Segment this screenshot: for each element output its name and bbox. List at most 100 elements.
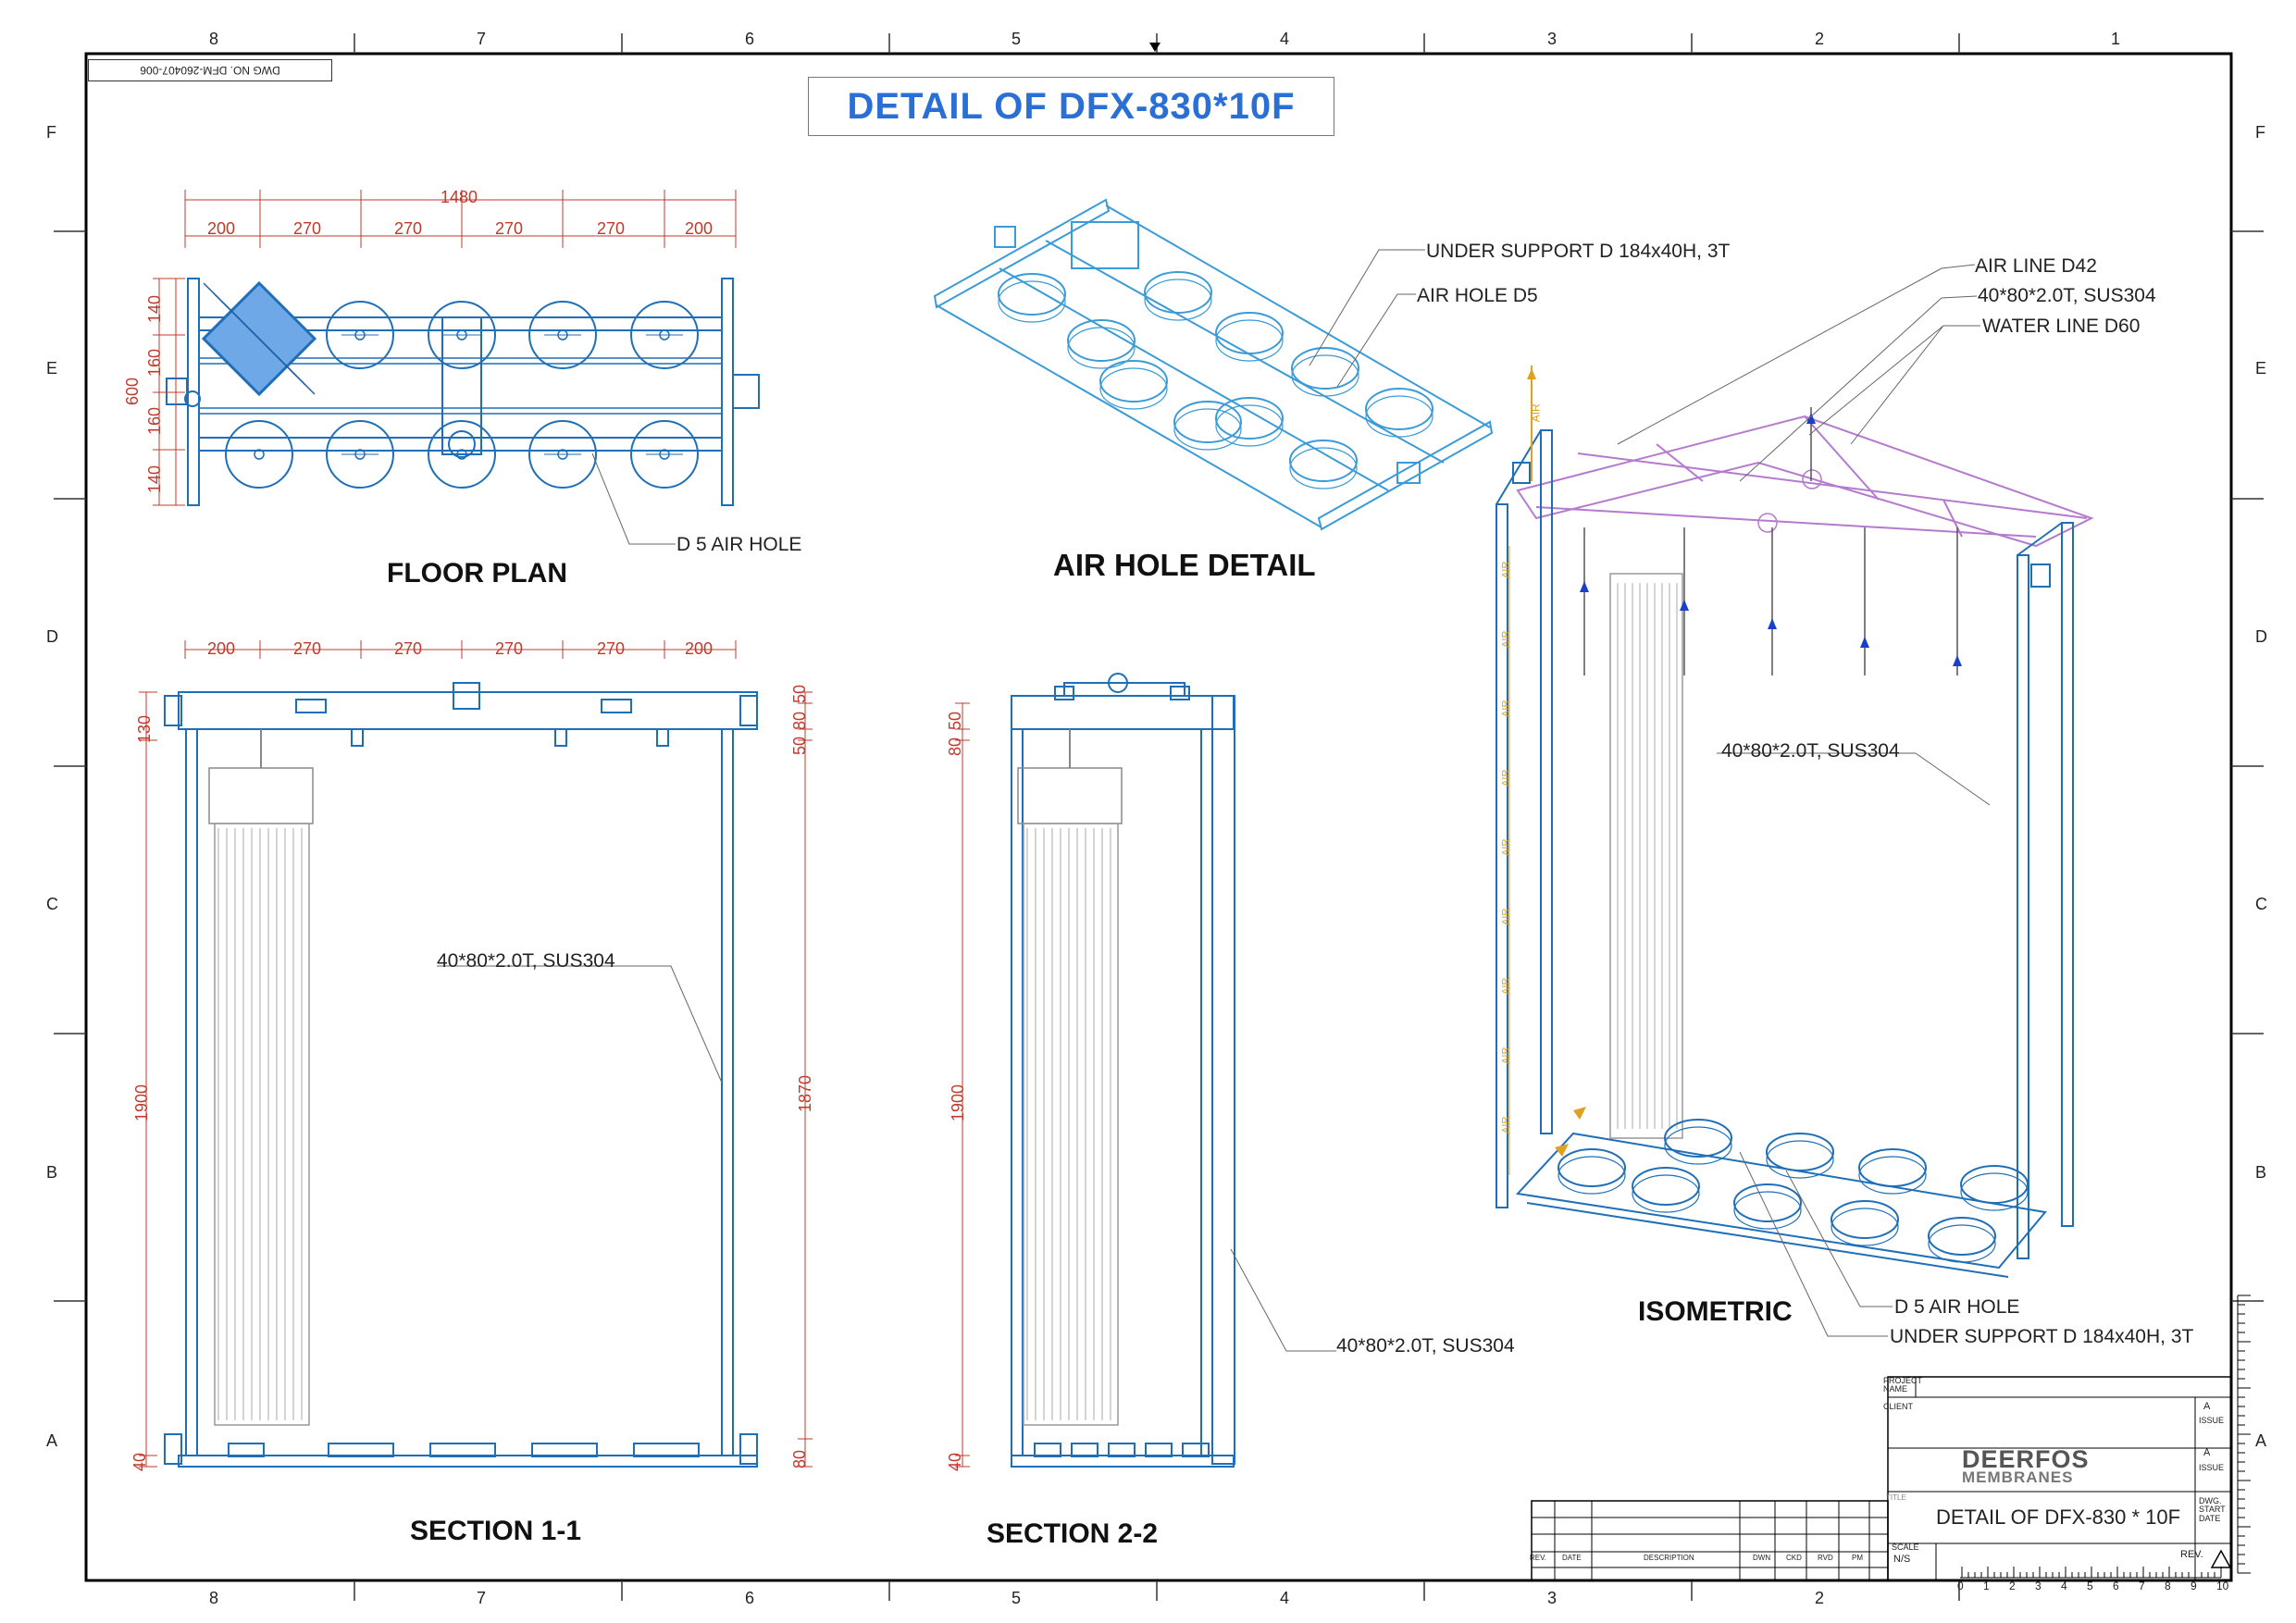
col-marker-bottom-7: 7 [477,1589,487,1607]
tb-revision-table [1531,1500,1889,1581]
fp-under-support-bottom [326,420,394,489]
fp-leader-air-hole [591,452,676,545]
ah-under-support [1215,397,1284,440]
ah-under-support-base [1067,327,1136,369]
fp-left-fitting [184,390,201,407]
s2-leader-frame [1230,1248,1336,1352]
section1-dim-2: 270 [293,639,322,658]
floor-plan-dim-1: 200 [207,219,236,238]
ah-leader-support [1309,249,1425,366]
tb-scale-label: SCALE [1892,1542,1919,1552]
fp-under-support-bottom [630,420,699,489]
ah-under-support [1067,319,1136,362]
section1-dim-6: 200 [685,639,714,658]
iso-under-support-base [1858,1156,1927,1195]
floor-plan-dim-3: 270 [394,219,423,238]
fp-center-frame [441,316,482,455]
row-marker-right-c: C [2255,895,2267,913]
s1-top-beam [178,691,758,730]
tb-rev-col-rvd: RVD [1818,1554,1833,1562]
ah-under-support [998,273,1066,316]
ah-under-support-base [1215,404,1284,447]
iso-post-back-left [1540,429,1553,1134]
fp-rail-mid2 [198,407,723,415]
iso-air-tag-4: AIR [1500,769,1512,787]
iso-top-cross-1 [1656,443,1704,482]
ah-under-support [1144,271,1212,314]
row-marker-right-b: B [2255,1163,2267,1182]
ah-under-support [1289,440,1358,482]
s1-top-bracket [656,728,669,747]
floor-plan-heading: FLOOR PLAN [387,558,567,588]
col-marker-top-7: 7 [477,30,487,48]
tb-issue-a-1: A [2203,1401,2211,1412]
iso-under-support-base [1632,1174,1700,1213]
iso-flow-arrow [1953,655,1962,666]
fp-air-hole [254,449,265,460]
iso-air-riser-arrow [1806,413,1816,424]
fp-right-bracket [732,374,760,409]
ah-under-support-base [1173,408,1242,451]
fp-rail-mid1 [198,357,723,365]
section1-dim-4: 270 [495,639,524,658]
section-2-heading: SECTION 2-2 [987,1518,1159,1549]
s2-post-left [1011,728,1024,1456]
floor-plan-dim-2: 270 [293,219,322,238]
s2-top-beam [1011,695,1235,730]
s1-bottom-cap-right [739,1433,758,1465]
drawing-number: DWG NO. DFM-260407-006 [88,59,332,81]
floor-plan-dim-6: 200 [685,219,714,238]
ruler-1: 1 [1983,1580,1990,1592]
tb-rev-col-description: DESCRIPTION [1644,1554,1694,1562]
col-marker-top-8: 8 [209,30,219,48]
s2-top-cap [1063,682,1185,697]
iso-under-support [1858,1148,1927,1187]
iso-under-support [1766,1133,1834,1171]
ruler-7: 7 [2139,1580,2145,1592]
fp-under-support-bottom [225,420,293,489]
row-marker-left-a: A [46,1431,58,1450]
ah-under-support [1291,347,1359,390]
iso-under-support [1558,1148,1626,1187]
s2-bottom-support [1108,1443,1136,1457]
s1-bottom-support [531,1443,598,1457]
iso-air-tag-8: AIR [1500,1047,1512,1064]
iso-under-support [1664,1119,1732,1158]
iso-air-tag-3: AIR [1500,700,1512,717]
floor-plan-height-1: 140 [145,294,165,324]
tb-rev-col-pm: PM [1852,1554,1863,1562]
iso-top-frame-front [1535,506,2037,538]
ah-fitting-left [994,226,1016,248]
s2-lug-left [1054,686,1074,700]
iso-fitting-top-left [1512,462,1531,484]
floor-plan-dim-4: 270 [495,219,524,238]
s1-bottom-support [429,1443,496,1457]
s2-bottom-support [1182,1443,1210,1457]
s1-post-left [185,728,198,1456]
ah-fitting-right [1396,462,1421,484]
s1-post-right [721,728,734,1456]
fp-rail-bottom [198,437,723,452]
s2-lug-right [1170,686,1190,700]
iso-air-arrow-2 [1573,1107,1586,1120]
tb-title: DETAIL OF DFX-830 * 10F [1936,1505,2181,1529]
col-marker-top-3: 3 [1547,30,1558,48]
ruler-5: 5 [2087,1580,2093,1592]
s2-bottom-support [1071,1443,1098,1457]
floor-plan-dim-5: 270 [597,219,626,238]
section2-left-dim-3: 1900 [949,1084,968,1122]
iso-air-arrow-1 [1555,1144,1569,1157]
col-marker-bottom-8: 8 [209,1589,219,1607]
iso-air-line-note: AIR LINE D42 [1975,255,2097,277]
iso-bottom-frame [1515,1132,2047,1270]
fp-left-bracket [166,378,188,405]
iso-air-tag-2: AIR [1500,630,1512,648]
section1-right-dim-3: 50 [790,736,810,756]
iso-membrane-module [1609,573,1683,1139]
s1-top-bracket [554,728,567,747]
iso-leader-water-line [1808,325,1980,436]
section1-frame-note: 40*80*2.0T, SUS304 [437,950,615,972]
floor-plan-overall-dim: 1480 [441,188,478,206]
fp-end-post-right [721,278,734,506]
